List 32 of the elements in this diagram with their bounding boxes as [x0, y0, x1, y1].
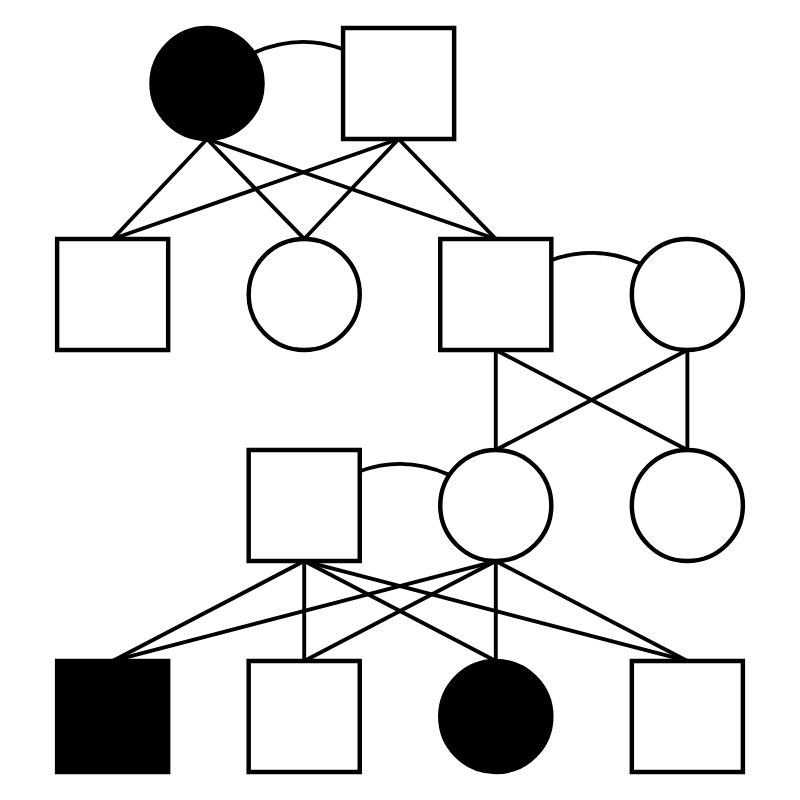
node-circle	[438, 447, 554, 564]
node-box	[54, 236, 171, 353]
connector	[359, 461, 450, 477]
node-circle	[629, 236, 746, 353]
node-box	[629, 658, 746, 775]
connector	[685, 350, 690, 450]
node-box	[246, 447, 362, 564]
node-circle	[629, 447, 746, 564]
connector	[551, 250, 642, 266]
connector	[111, 559, 306, 663]
connector	[206, 137, 497, 241]
connector	[493, 350, 498, 450]
connector	[494, 559, 689, 663]
node-box	[438, 236, 554, 353]
connector	[303, 559, 497, 663]
connector	[397, 137, 498, 241]
connector	[493, 561, 498, 661]
connector	[303, 559, 688, 663]
connector	[112, 137, 400, 241]
connector	[252, 39, 344, 55]
connector	[111, 137, 209, 241]
node-box	[340, 25, 457, 142]
connector	[112, 559, 497, 663]
connector	[494, 348, 689, 452]
node-box	[246, 658, 362, 775]
connector	[302, 137, 401, 241]
node-box	[54, 658, 171, 775]
node-circle	[246, 236, 362, 353]
node-circle	[438, 658, 554, 775]
connector	[205, 137, 306, 241]
node-circle	[149, 25, 265, 142]
connector	[302, 561, 307, 661]
